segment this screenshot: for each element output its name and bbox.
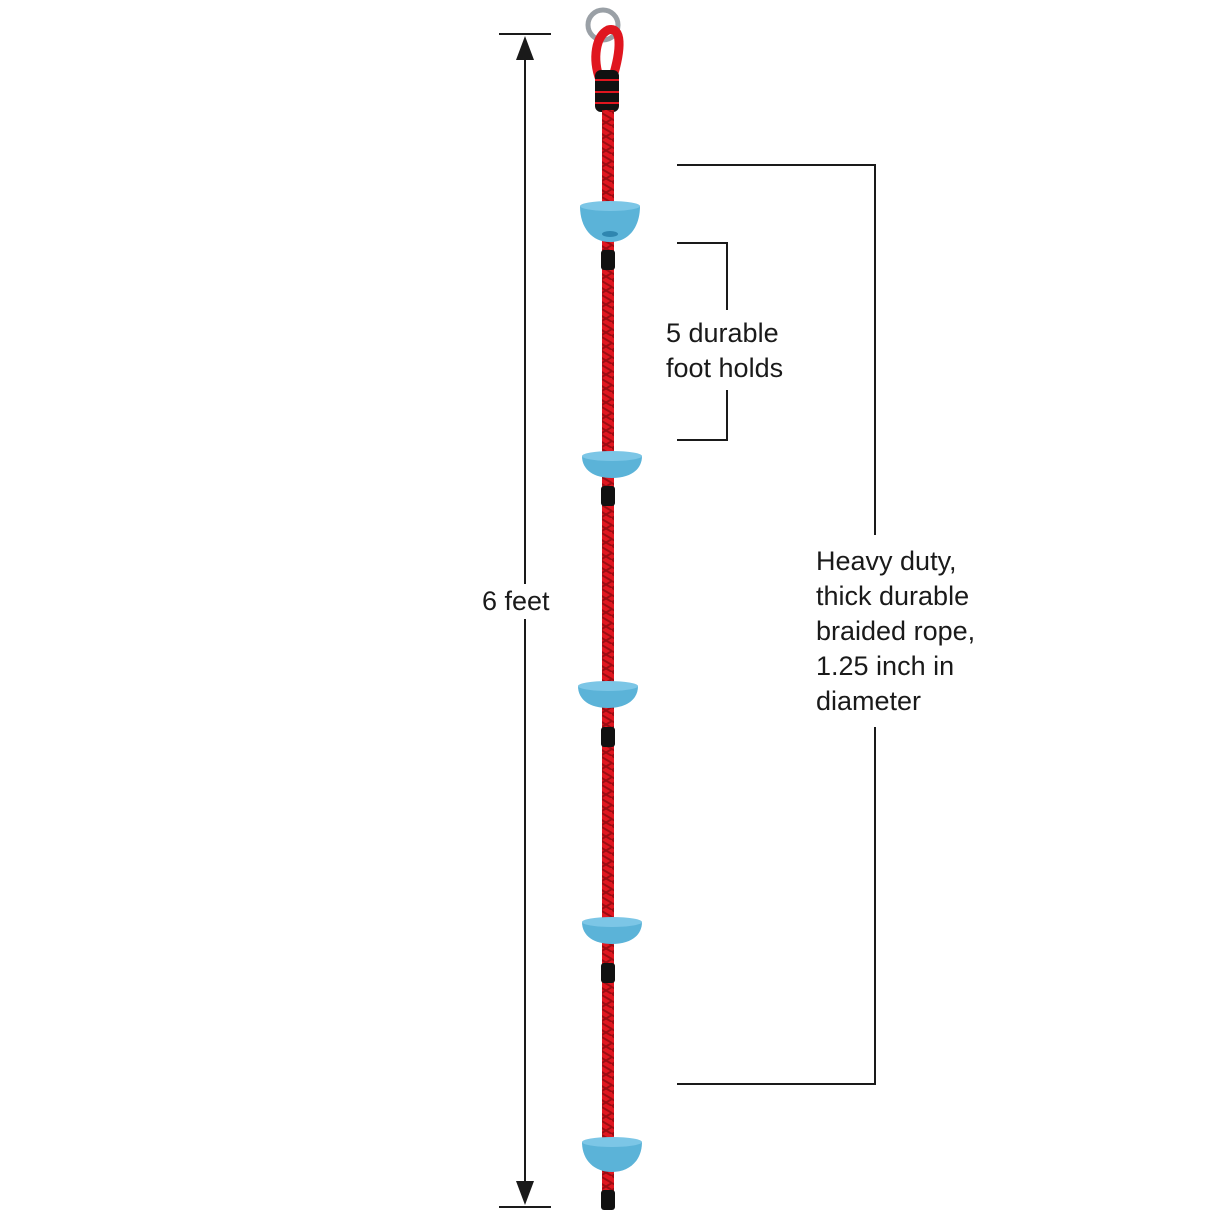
foot-hold [582,451,642,478]
height-label: 6 feet [470,584,562,619]
foot-hold [582,1137,642,1172]
rope-loop [591,25,624,82]
rope-bracket [677,164,876,1085]
height-dimension-line [499,33,551,1208]
foot-hold [582,917,642,944]
foot-hold [580,201,640,242]
arrow-up-icon [516,36,534,60]
foot-holds [578,201,642,1172]
footholds-label: 5 durable foot holds [660,316,790,386]
rope-knot [595,70,619,112]
foot-hold [578,681,638,708]
rope-description-label: Heavy duty, thick durable braided rope, … [810,542,982,721]
rope-band [601,727,615,747]
rope-band [601,486,615,506]
braided-rope [602,110,614,1195]
footholds-bracket [677,242,728,441]
rope-band [601,1190,615,1210]
rope-band [601,250,615,270]
rope-bands [601,250,615,1210]
rope-band [601,963,615,983]
arrow-down-icon [516,1181,534,1205]
